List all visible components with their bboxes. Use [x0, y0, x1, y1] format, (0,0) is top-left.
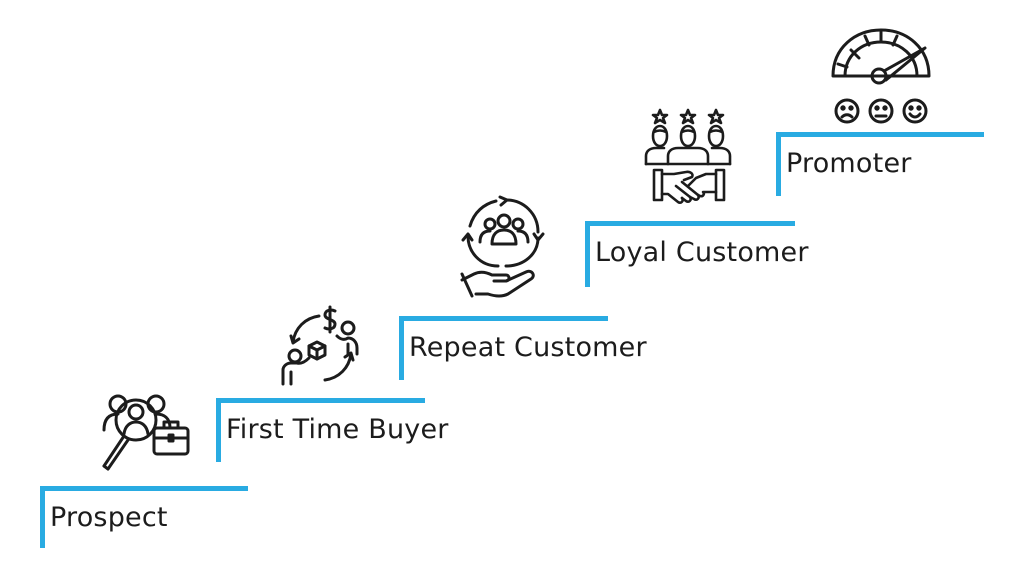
step-label-promoter: Promoter — [786, 148, 912, 179]
step-tread — [216, 398, 425, 403]
step-tread — [40, 486, 248, 491]
purchase-exchange-icon — [279, 305, 367, 390]
step-riser — [399, 316, 404, 380]
step-first-time-buyer: First Time Buyer — [216, 398, 448, 462]
prospect-search-icon — [98, 390, 194, 474]
step-label-prospect: Prospect — [50, 502, 168, 533]
step-repeat-customer: Repeat Customer — [399, 316, 647, 380]
step-tread — [399, 316, 608, 321]
step-label-first-time-buyer: First Time Buyer — [226, 414, 449, 445]
step-tread — [585, 221, 795, 226]
rated-handshake-icon — [644, 106, 734, 208]
step-label-repeat-customer: Repeat Customer — [409, 332, 647, 363]
step-riser — [216, 398, 221, 462]
step-promoter: Promoter — [776, 132, 984, 196]
step-tread — [776, 132, 984, 137]
satisfaction-gauge-icon — [829, 28, 933, 128]
step-loyal-customer: Loyal Customer — [585, 221, 808, 287]
step-prospect: Prospect — [40, 486, 248, 548]
customer-cycle-icon — [458, 195, 550, 304]
step-riser — [776, 132, 781, 196]
step-label-loyal-customer: Loyal Customer — [595, 237, 809, 268]
step-riser — [40, 486, 45, 548]
step-riser — [585, 221, 590, 287]
